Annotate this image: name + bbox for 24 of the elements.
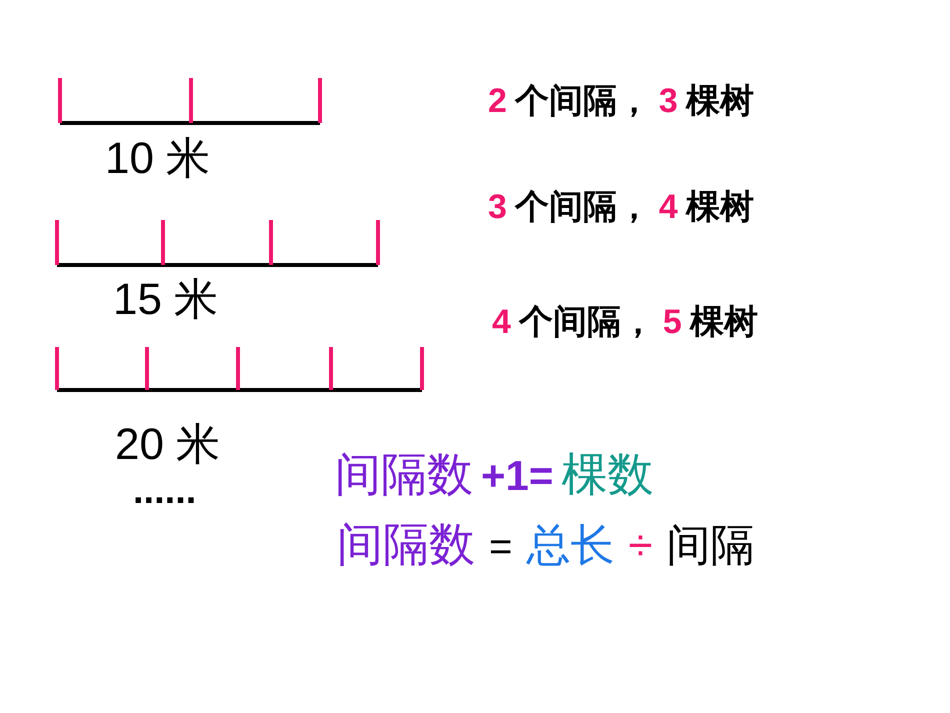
text: 棵树 — [686, 82, 754, 122]
text: 棵树 — [690, 303, 758, 342]
number: 3 — [658, 82, 678, 122]
number: 5 — [662, 303, 682, 342]
formula-term: 间隔 — [666, 521, 755, 572]
division-sign: ÷ — [628, 521, 653, 572]
ellipsis: ...... — [133, 470, 196, 514]
length-label: 15 米 — [113, 275, 218, 326]
formula-operator: = — [489, 524, 512, 570]
number: 3 — [488, 188, 507, 228]
text: 棵树 — [686, 188, 754, 228]
formula-term: 棵数 — [561, 448, 654, 501]
formula-operator: +1= — [481, 452, 554, 500]
formula-term: 总长 — [526, 521, 614, 572]
formula-term: 间隔数 — [335, 448, 473, 501]
formula-term: 间隔数 — [337, 518, 475, 571]
text: 个间隔， — [518, 303, 655, 342]
number: 4 — [492, 303, 511, 342]
number: 2 — [488, 82, 507, 122]
text: 个间隔， — [514, 82, 651, 122]
length-label: 20 米 — [115, 420, 220, 471]
text: 个间隔， — [514, 188, 651, 228]
length-label: 10 米 — [105, 134, 210, 185]
number: 4 — [658, 188, 678, 228]
